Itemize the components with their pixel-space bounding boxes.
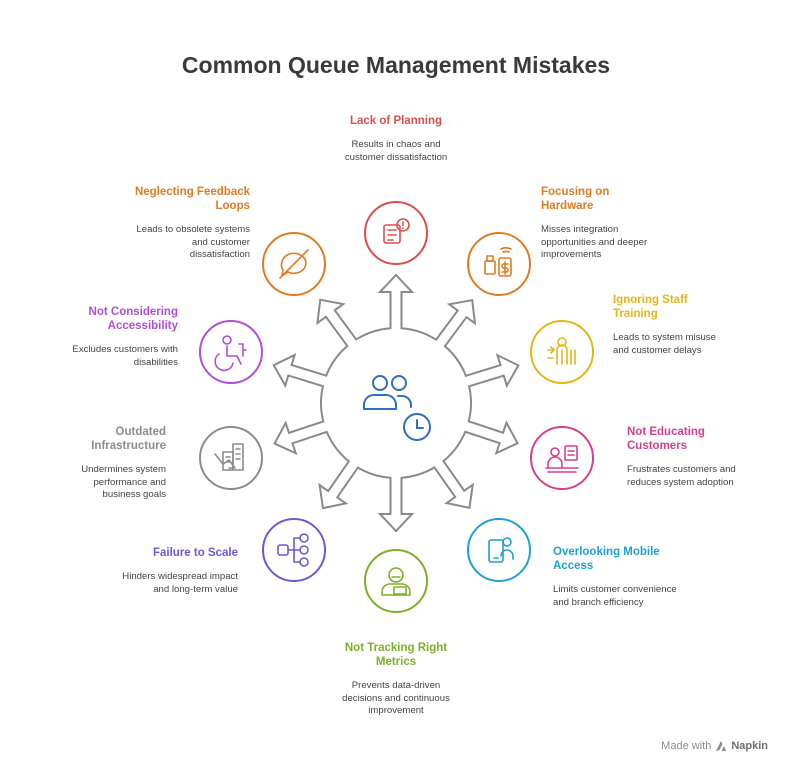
item-circle [364,201,428,265]
analyst-icon [381,567,411,596]
item-description: Results in chaos and customer dissatisfa… [344,139,448,163]
item-title: Overlooking Mobile Access [553,546,660,572]
wheelchair-icon [214,335,247,372]
item-circle [530,426,594,490]
item-title: Neglecting Feedback Loops [134,186,250,212]
item-focusing-on-hardware [467,232,531,296]
item-lack-of-planning [364,201,428,265]
item-not-considering-accessibility [199,320,263,384]
kiosk-payment-icon [484,247,512,277]
no-feedback-icon [279,249,309,279]
item-overlooking-mobile-access [467,518,531,582]
staff-icon [547,337,576,365]
item-not-educating-customers [530,426,594,490]
item-circle [199,426,263,490]
item-description: Hinders widespread impact and long-term … [122,571,238,595]
item-title: Outdated Infrastructure [91,426,166,452]
alert-document-icon [383,218,410,244]
item-not-tracking-right-metrics [364,549,428,613]
declining-building-icon [214,443,244,471]
napkin-logo-icon [716,741,727,751]
item-title: Ignoring Staff Training [613,294,688,320]
item-title: Not Tracking Right Metrics [344,642,448,668]
item-circle [467,518,531,582]
item-description: Misses integration opportunities and dee… [541,224,648,260]
mobile-user-icon [488,537,514,563]
item-ignoring-staff-training [530,320,594,384]
item-failure-to-scale [262,518,326,582]
footer: Made with Napkin [661,740,768,752]
customer-desk-icon [545,445,579,473]
item-description: Prevents data-driven decisions and conti… [342,680,450,716]
item-circle [199,320,263,384]
item-description: Excludes customers with disabilities [72,344,178,368]
clock-icon [403,413,431,441]
item-outdated-infrastructure [199,426,263,490]
item-title: Lack of Planning [349,115,442,127]
center-icons [363,375,431,441]
people-icon [363,375,412,410]
item-description: Leads to obsolete systems and customer d… [136,224,250,260]
item-neglecting-feedback-loops [262,232,326,296]
page-title: Common Queue Management Mistakes [181,52,611,78]
item-circle [364,549,428,613]
item-description: Undermines system performance and busine… [81,464,166,500]
item-title: Focusing on Hardware [541,186,610,212]
napkin-brand: Napkin [731,740,768,752]
item-title: Failure to Scale [152,547,238,559]
item-title: Not Educating Customers [627,426,705,452]
item-title: Not Considering Accessibility [88,306,178,332]
item-description: Frustrates customers and reduces system … [627,464,736,488]
made-with-label: Made with [661,740,712,752]
network-icon [277,533,309,567]
item-description: Limits customer convenience and branch e… [553,584,677,608]
item-description: Leads to system misuse and customer dela… [613,332,716,356]
